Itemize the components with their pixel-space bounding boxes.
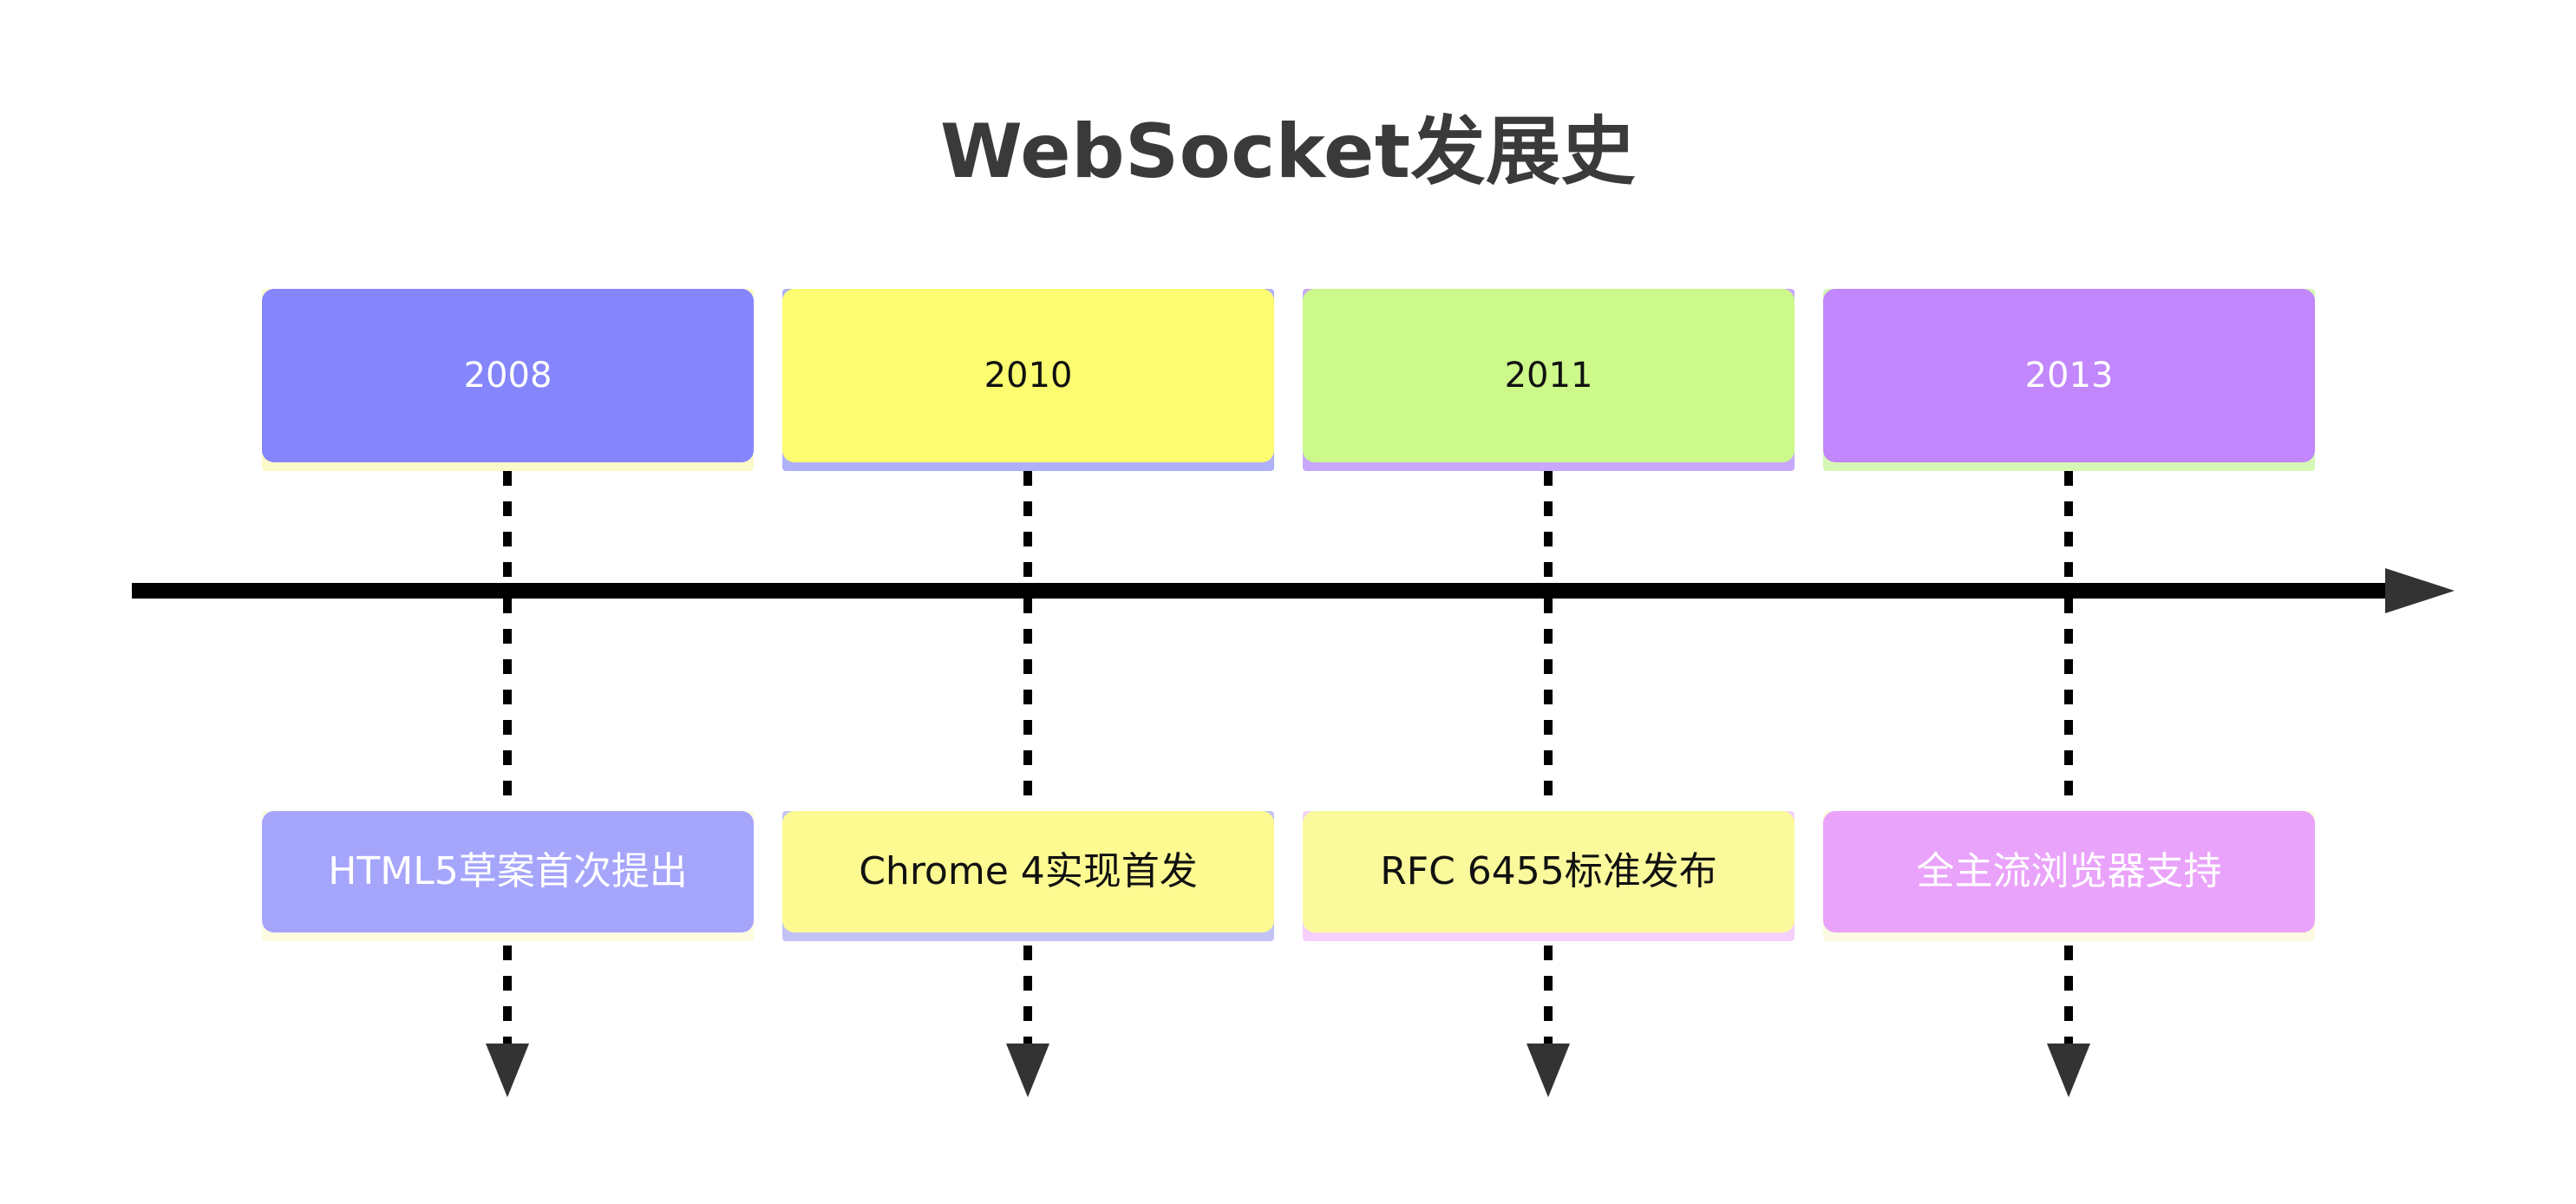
- year-label-2013: 2013: [2024, 356, 2114, 396]
- desc-card-2011[interactable]: RFC 6455标准发布: [1303, 811, 1795, 932]
- timeline-axis: [132, 583, 2387, 599]
- year-card-2011[interactable]: 2011: [1303, 289, 1795, 462]
- connector-lower-2010: [1023, 946, 1032, 1045]
- desc-label-2010: Chrome 4实现首发: [859, 848, 1198, 893]
- connector-lower-2013: [2064, 946, 2073, 1045]
- connector-mid-2013: [2064, 599, 2073, 811]
- desc-card-2010[interactable]: Chrome 4实现首发: [782, 811, 1274, 932]
- connector-mid-2011: [1544, 599, 1553, 811]
- year-card-2010[interactable]: 2010: [782, 289, 1274, 462]
- connector-upper-2011: [1544, 471, 1553, 584]
- year-label-2011: 2011: [1504, 356, 1593, 396]
- connector-mid-2010: [1023, 599, 1032, 811]
- connector-lower-2008: [503, 946, 512, 1045]
- terminal-arrow-icon-2013: [2047, 1044, 2090, 1097]
- desc-label-2013: 全主流浏览器支持: [1916, 848, 2222, 893]
- year-card-2013[interactable]: 2013: [1823, 289, 2315, 462]
- terminal-arrow-icon-2008: [486, 1044, 529, 1097]
- desc-label-2011: RFC 6455标准发布: [1380, 848, 1717, 893]
- terminal-arrow-icon-2010: [1006, 1044, 1049, 1097]
- year-label-2008: 2008: [463, 356, 552, 396]
- desc-label-2008: HTML5草案首次提出: [328, 848, 688, 893]
- terminal-arrow-icon-2011: [1527, 1044, 1570, 1097]
- connector-upper-2008: [503, 471, 512, 584]
- desc-card-2008[interactable]: HTML5草案首次提出: [262, 811, 754, 932]
- connector-upper-2013: [2064, 471, 2073, 584]
- connector-lower-2011: [1544, 946, 1553, 1045]
- year-card-2008[interactable]: 2008: [262, 289, 754, 462]
- year-label-2010: 2010: [984, 356, 1073, 396]
- connector-mid-2008: [503, 599, 512, 811]
- page-title: WebSocket发展史: [939, 108, 1636, 195]
- timeline-arrow-icon: [2385, 568, 2455, 613]
- desc-card-2013[interactable]: 全主流浏览器支持: [1823, 811, 2315, 932]
- connector-upper-2010: [1023, 471, 1032, 584]
